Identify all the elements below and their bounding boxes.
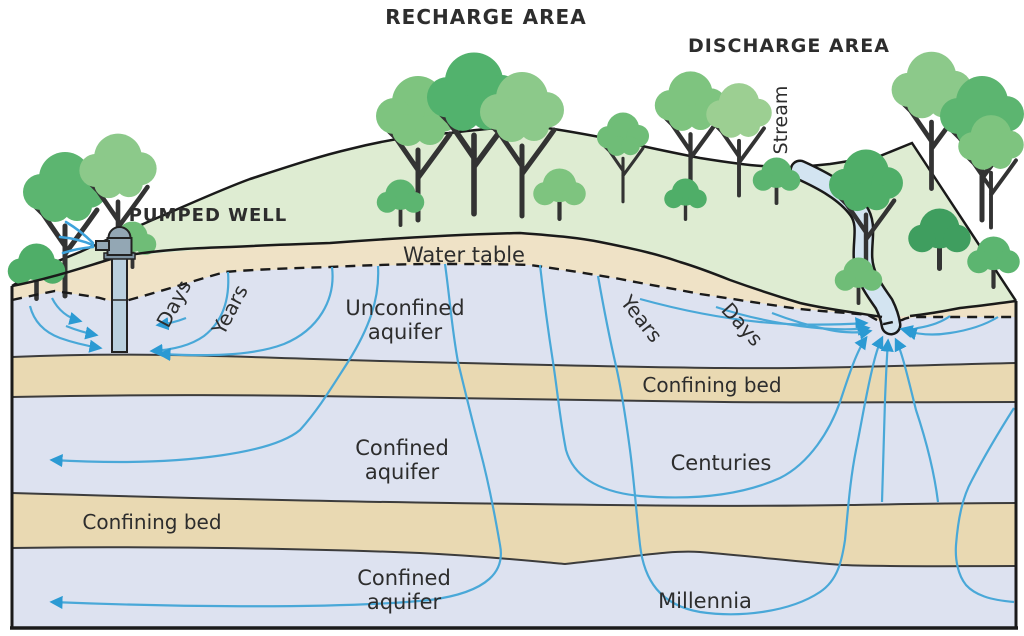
- water-table-label: Water table: [403, 243, 525, 267]
- lower-bed-bottom-line: [11, 546, 1017, 568]
- well-pipe: [111, 257, 128, 353]
- flow-line: [771, 311, 873, 340]
- unconfined-aquifer-label-line1: Unconfined: [345, 296, 464, 320]
- flow-line: [954, 407, 1015, 604]
- flow-line: [49, 265, 380, 468]
- pumped-well-label: PUMPED WELL: [129, 205, 288, 226]
- flow-line: [28, 305, 103, 353]
- unconfined-aquifer-label-line2: aquifer: [368, 320, 443, 344]
- confining-bed-upper-label: Confining bed: [642, 373, 781, 397]
- discharge-area-label: DISCHARGE AREA: [688, 35, 890, 57]
- confined-aquifer-bottom-label-line1: Confined: [357, 566, 451, 590]
- pumped-well: [58, 220, 136, 353]
- confined-aquifer-mid-label-line1: Confined: [355, 436, 449, 460]
- water-table-line: [11, 262, 1016, 326]
- flow-line: [715, 305, 871, 336]
- pump-body: [106, 237, 133, 256]
- flow-line: [65, 324, 99, 340]
- flow-line: [880, 338, 894, 503]
- centuries-label: Centuries: [671, 451, 772, 475]
- flow-line: [596, 275, 884, 616]
- confining-bed-lower-label: Confining bed: [82, 510, 221, 534]
- flow-line: [51, 297, 83, 325]
- upper-confining-bed: [12, 354, 1016, 403]
- confined-aquifer-bottom-label-line2: aquifer: [367, 590, 442, 614]
- flowlines: [28, 263, 1015, 616]
- unsaturated-zone: [12, 233, 1016, 324]
- upper-bed-bottom-line: [11, 394, 1017, 404]
- stream-label: Stream: [770, 86, 792, 155]
- pump-spout: [95, 240, 110, 251]
- recharge-area-label: RECHARGE AREA: [385, 5, 586, 29]
- water-spray: [58, 220, 95, 255]
- flow-line: [155, 316, 187, 331]
- flow-line: [538, 264, 868, 499]
- land-surface-line: [11, 231, 1017, 319]
- flow-line: [49, 263, 502, 610]
- millennia-label: Millennia: [658, 589, 752, 613]
- flow-line: [894, 337, 940, 503]
- confined-aquifer-mid-label-line2: aquifer: [365, 460, 440, 484]
- flow-line: [157, 266, 334, 362]
- lower-bed-top-line: [11, 492, 1017, 507]
- flow-line: [903, 316, 999, 341]
- flow-line: [639, 297, 869, 331]
